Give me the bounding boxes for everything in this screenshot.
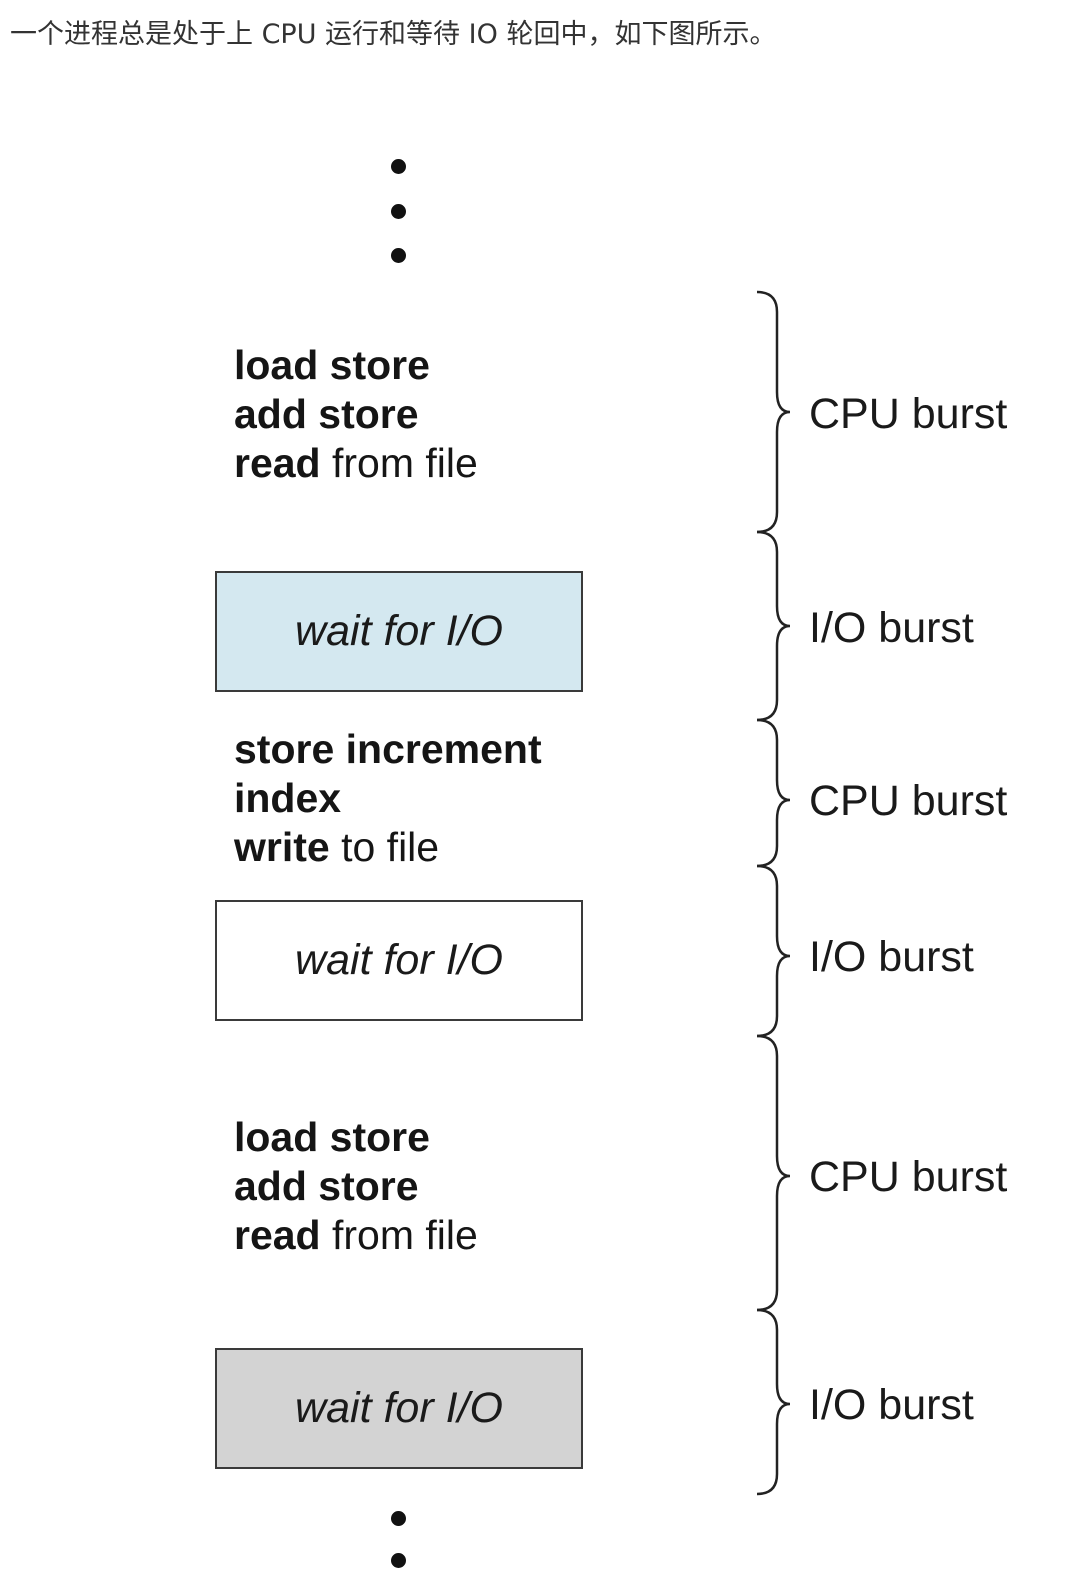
instruction-keyword: add store	[234, 1163, 419, 1209]
instruction-keyword: add store	[234, 391, 419, 437]
ellipsis-dot	[391, 1553, 406, 1568]
burst-label-io: I/O burst	[809, 933, 974, 981]
ellipsis-dot	[391, 248, 406, 263]
brace-io-1	[756, 530, 791, 722]
wait-io-box-2: wait for I/O	[215, 900, 583, 1021]
burst-label-cpu: CPU burst	[809, 1153, 1008, 1201]
burst-label-io: I/O burst	[809, 604, 974, 652]
instruction-keyword: load store	[234, 1114, 430, 1160]
instruction-rest: to file	[329, 824, 440, 870]
burst-label-io: I/O burst	[809, 1381, 974, 1429]
brace-cpu-2	[756, 718, 791, 868]
instruction-keyword: store increment	[234, 726, 542, 772]
ellipsis-dot	[391, 159, 406, 174]
burst-label-cpu: CPU burst	[809, 777, 1008, 825]
instruction-keyword: index	[234, 775, 342, 821]
wait-io-box-1: wait for I/O	[215, 571, 583, 692]
brace-cpu-3	[756, 1034, 791, 1312]
cpu-instructions-1: load store add store read from file	[234, 341, 478, 488]
ellipsis-dot	[391, 204, 406, 219]
instruction-keyword: read	[234, 440, 321, 486]
instruction-keyword: write	[234, 824, 330, 870]
burst-label-cpu: CPU burst	[809, 390, 1008, 438]
brace-cpu-1	[756, 290, 791, 534]
ellipsis-dot	[391, 1511, 406, 1526]
brace-io-3	[756, 1308, 791, 1496]
caption-text: 一个进程总是处于上 CPU 运行和等待 IO 轮回中，如下图所示。	[10, 19, 777, 50]
wait-io-box-3: wait for I/O	[215, 1348, 583, 1469]
instruction-keyword: load store	[234, 342, 430, 388]
cpu-instructions-3: load store add store read from file	[234, 1113, 478, 1260]
instruction-rest: from file	[320, 440, 478, 486]
instruction-keyword: read	[234, 1212, 321, 1258]
cpu-instructions-2: store increment index write to file	[234, 725, 542, 872]
brace-io-2	[756, 864, 791, 1038]
instruction-rest: from file	[320, 1212, 478, 1258]
